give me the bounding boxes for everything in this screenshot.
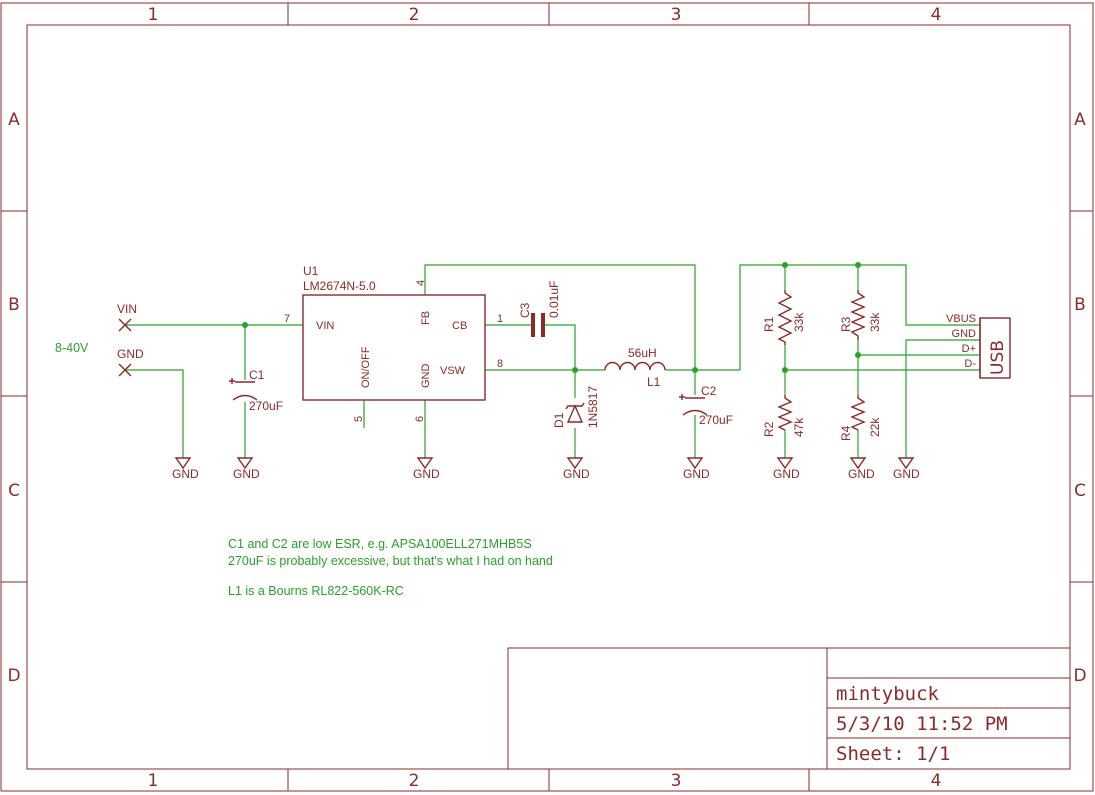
title-block-title: mintybuck <box>836 683 940 705</box>
u1-name: U1 <box>303 264 319 278</box>
frame-row-label-left: D <box>7 666 20 686</box>
ground-label: GND <box>563 467 590 481</box>
frame-col-label-top: 1 <box>148 5 159 25</box>
ground-label: GND <box>233 467 260 481</box>
title-block <box>507 647 1071 770</box>
frame-row-label-right: A <box>1074 110 1086 130</box>
ground-symbol: GND <box>683 457 710 481</box>
frame-col-label-top: 4 <box>931 5 942 25</box>
frame-row-label-left: C <box>8 481 20 501</box>
r2-resistor: R2 47k <box>762 395 806 437</box>
frame-row-label-right: B <box>1074 295 1086 315</box>
frame-col-label-top: 2 <box>409 5 420 25</box>
d1-diode: D1 1N5817 <box>552 386 600 428</box>
note-capacitance: 270uF is probably excessive, but that's … <box>228 554 553 568</box>
usb-pin-gnd: GND <box>952 328 977 340</box>
u1-part-number: LM2674N-5.0 <box>303 279 376 293</box>
c2-value: 270uF <box>699 413 733 427</box>
frame-col-label-bottom: 4 <box>931 771 942 791</box>
l1-name: L1 <box>647 375 661 389</box>
u1-pin-fb: FB <box>420 311 432 325</box>
frame-col-label-bottom: 2 <box>409 771 420 791</box>
u1-pin-gnd: GND <box>420 364 432 389</box>
u1-pin-number: 1 <box>497 313 503 325</box>
frame-row-label-right: D <box>1073 666 1086 686</box>
usb-label: USB <box>988 340 1008 375</box>
c1-name: C1 <box>249 368 265 382</box>
u1-pin-vin: VIN <box>316 320 334 332</box>
r4-value: 22k <box>868 417 882 437</box>
ground-label: GND <box>683 467 710 481</box>
c3-name: C3 <box>518 302 532 318</box>
r1-value: 33k <box>792 312 806 332</box>
frame-row-label-right: C <box>1074 481 1086 501</box>
u1-pin-number: 6 <box>414 416 426 422</box>
ground-symbol: GND <box>773 457 800 481</box>
u1-regulator: U1 LM2674N-5.0 VIN CB VSW FB ON/OFF GND … <box>284 264 503 422</box>
c1-capacitor: C1 270uF <box>229 368 283 413</box>
frame-col-label-top: 3 <box>671 5 682 25</box>
r4-name: R4 <box>839 425 853 441</box>
usb-pin-dplus: D+ <box>962 343 976 355</box>
u1-pin-cb: CB <box>452 320 467 332</box>
ground-symbol: GND <box>893 457 920 481</box>
frame-row-label-left: B <box>8 295 20 315</box>
net-wires <box>125 264 980 458</box>
c3-capacitor: C3 0.01uF <box>518 281 561 337</box>
usb-pin-dminus: D- <box>964 358 976 370</box>
ground-symbol: GND <box>413 457 440 481</box>
ground-label: GND <box>172 467 199 481</box>
c2-name: C2 <box>701 384 717 398</box>
c2-capacitor: C2 270uF <box>679 384 733 427</box>
u1-pin-vsw: VSW <box>440 365 466 377</box>
ground-label: GND <box>848 467 875 481</box>
r4-resistor: R4 22k <box>839 395 882 441</box>
junctions <box>242 262 861 373</box>
c1-value: 270uF <box>249 399 283 413</box>
l1-value: 56uH <box>628 346 657 360</box>
d1-name: D1 <box>552 412 566 428</box>
ground-label: GND <box>413 467 440 481</box>
title-block-date: 5/3/10 11:52 PM <box>836 713 1008 735</box>
ground-symbol: GND <box>848 457 875 481</box>
r3-name: R3 <box>839 316 853 332</box>
r2-value: 47k <box>792 417 806 437</box>
u1-pin-number: 5 <box>353 416 365 422</box>
r2-name: R2 <box>762 421 776 437</box>
d1-value: 1N5817 <box>586 386 600 428</box>
note-capacitors: C1 and C2 are low ESR, e.g. APSA100ELL27… <box>228 537 532 551</box>
frame-col-label-bottom: 1 <box>148 771 159 791</box>
r1-resistor: R1 33k <box>762 290 806 345</box>
note-inductor: L1 is a Bourns RL822-560K-RC <box>228 584 404 598</box>
r3-value: 33k <box>868 312 882 332</box>
u1-pin-number: 4 <box>415 280 427 286</box>
frame-col-label-bottom: 3 <box>671 771 682 791</box>
u1-pin-number: 7 <box>284 313 290 325</box>
u1-pin-onoff: ON/OFF <box>360 346 372 388</box>
title-block-sheet: Sheet: 1/1 <box>836 743 950 765</box>
r3-resistor: R3 33k <box>839 290 882 340</box>
ground-symbol: GND <box>172 457 199 481</box>
ground-label: GND <box>893 467 920 481</box>
c3-value: 0.01uF <box>547 281 561 318</box>
usb-connector: USB VBUS GND D+ D- <box>946 313 1011 379</box>
frame-row-label-left: A <box>8 110 20 130</box>
vin-label: VIN <box>117 302 137 316</box>
usb-pin-vbus: VBUS <box>946 313 976 325</box>
ground-symbol: GND <box>233 457 260 481</box>
ground-label: GND <box>773 467 800 481</box>
u1-pin-number: 8 <box>497 358 503 370</box>
r1-name: R1 <box>762 316 776 332</box>
vin-terminal: VIN <box>117 302 137 332</box>
ground-symbol: GND <box>563 457 590 481</box>
gnd-input-label: GND <box>117 347 144 361</box>
gnd-terminal: GND <box>117 347 144 377</box>
l1-inductor: 56uH L1 <box>604 346 666 389</box>
voltage-range-label: 8-40V <box>55 341 89 355</box>
